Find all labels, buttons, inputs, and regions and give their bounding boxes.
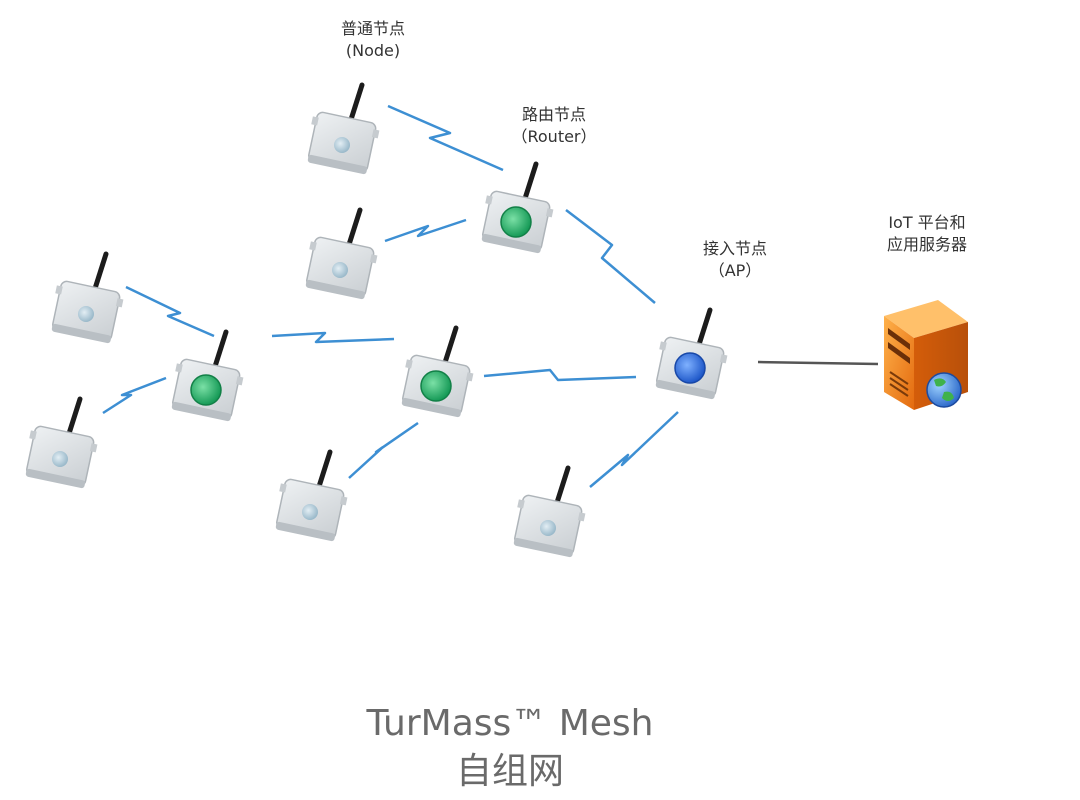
server-icon (884, 300, 968, 410)
ap-label-line1: 接入节点 (702, 239, 767, 258)
ap-label: 接入节点 （AP） (682, 238, 788, 282)
router-label-line2: （Router） (511, 127, 597, 146)
wireless-link (348, 421, 419, 479)
node-label: 普通节点 (Node) (318, 18, 428, 62)
wireless-link (387, 104, 504, 172)
server-label-line2: 应用服务器 (886, 235, 967, 254)
node-device (305, 210, 377, 300)
node-label-line2: (Node) (345, 41, 401, 60)
wireless-links (102, 104, 679, 488)
server-label: IoT 平台和 应用服务器 (862, 212, 992, 256)
globe-icon (926, 372, 962, 408)
router-device (171, 332, 243, 422)
ap-label-line2: （AP） (708, 261, 762, 280)
router-label: 路由节点 （Router） (496, 104, 612, 148)
node-device (51, 254, 123, 344)
wireless-link (384, 218, 467, 243)
router-device (481, 164, 553, 254)
wireless-link (125, 285, 215, 338)
diagram-subtitle: 自组网 (455, 751, 564, 792)
wireless-link (589, 411, 679, 488)
ap-device (655, 310, 727, 400)
router-device (401, 328, 473, 418)
node-device (513, 468, 585, 558)
wireless-link (565, 209, 656, 304)
wireless-link (271, 331, 395, 344)
wireless-link (483, 368, 637, 382)
wireless-link (102, 376, 167, 415)
router-label-line1: 路由节点 (521, 105, 586, 124)
node-label-line1: 普通节点 (340, 19, 405, 38)
diagram-title: TurMass™ Mesh (366, 703, 654, 744)
node-device (307, 85, 379, 175)
wired-link (757, 360, 879, 366)
node-device (25, 399, 97, 489)
node-device (275, 452, 347, 542)
server-label-line1: IoT 平台和 (888, 213, 966, 232)
